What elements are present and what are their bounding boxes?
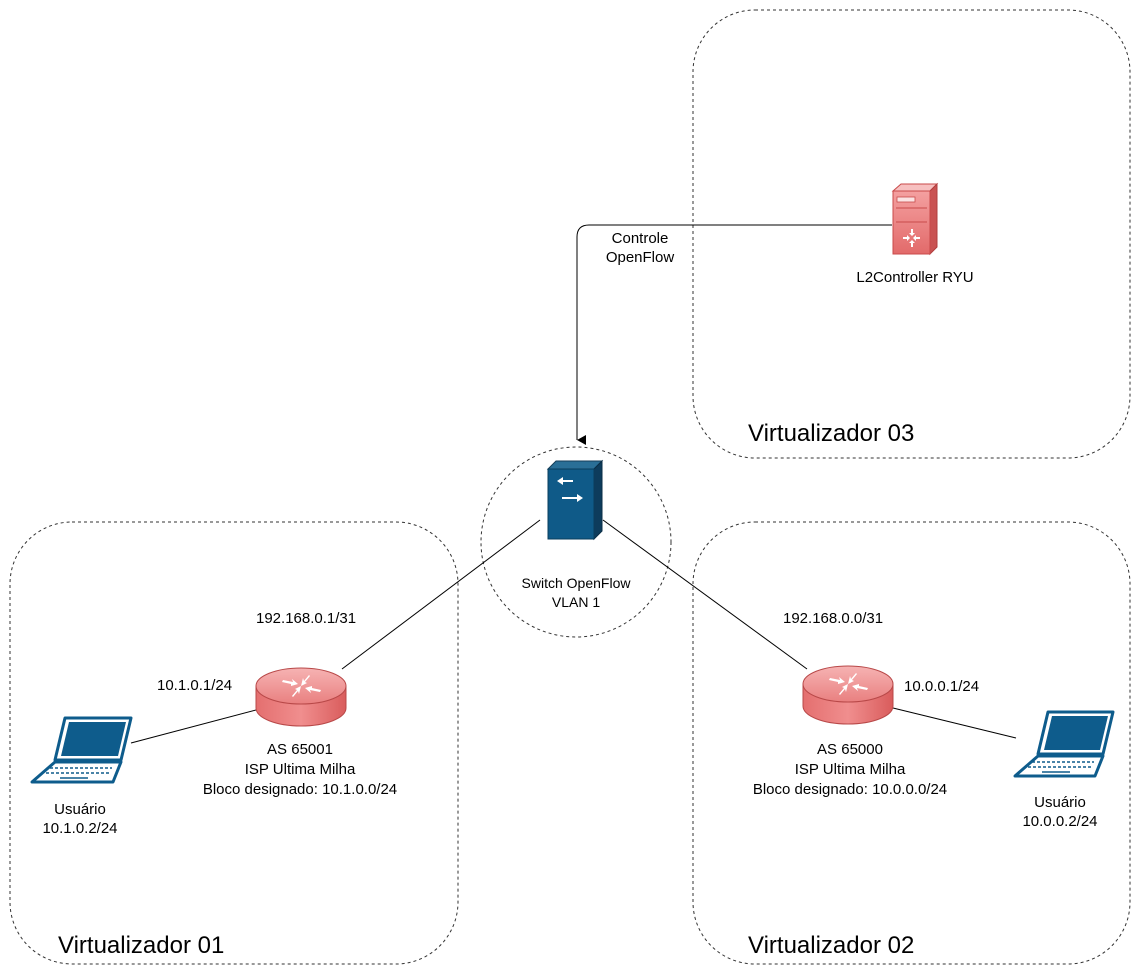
- right-lan-ip: 10.0.0.1/24: [904, 678, 980, 695]
- right-router-isp: ISP Ultima Milha: [794, 761, 906, 778]
- laptop-icon-left: [30, 716, 133, 784]
- router-icon-left: [255, 667, 347, 727]
- control-link-line: [576, 224, 892, 445]
- right-router-block: Bloco designado: 10.0.0.0/24: [752, 781, 948, 798]
- left-router-asn: AS 65001: [267, 741, 333, 758]
- left-user-ip: 10.1.0.2/24: [42, 820, 118, 837]
- router-icon-right: [802, 665, 894, 725]
- link-switch-right-router: [602, 519, 808, 670]
- right-uplink-ip: 192.168.0.0/31: [783, 610, 884, 627]
- openflow-switch-icon: [546, 459, 604, 541]
- left-user-name: Usuário: [54, 801, 106, 818]
- switch-label-line2: VLAN 1: [551, 594, 601, 610]
- switch-boundary-circle: [480, 446, 672, 638]
- zone-label-virtualizador-01: Virtualizador 01: [58, 932, 225, 959]
- laptop-icon-right: [1013, 710, 1115, 778]
- zone-label-virtualizador-03: Virtualizador 03: [748, 420, 915, 447]
- link-right-router-user: [892, 707, 1017, 739]
- right-user-ip: 10.0.0.2/24: [1022, 813, 1098, 830]
- left-router-block: Bloco designado: 10.1.0.0/24: [202, 781, 398, 798]
- link-switch-left-router: [341, 519, 541, 670]
- zone-label-virtualizador-02: Virtualizador 02: [748, 932, 915, 959]
- control-link-label-line2: OpenFlow: [605, 249, 675, 266]
- link-left-router-user: [130, 709, 257, 744]
- zone-virtualizador-03: [692, 9, 1131, 459]
- zone-virtualizador-02: [692, 521, 1131, 965]
- left-router-isp: ISP Ultima Milha: [244, 761, 356, 778]
- right-router-asn: AS 65000: [817, 741, 883, 758]
- control-link-label-line1: Controle: [611, 230, 669, 247]
- switch-label-line1: Switch OpenFlow: [521, 575, 631, 591]
- controller-label: L2Controller RYU: [856, 269, 974, 286]
- zone-virtualizador-01: [9, 521, 459, 965]
- server-icon: [891, 182, 939, 256]
- left-uplink-ip: 192.168.0.1/31: [256, 610, 357, 627]
- left-lan-ip: 10.1.0.1/24: [157, 677, 233, 694]
- right-user-name: Usuário: [1034, 794, 1086, 811]
